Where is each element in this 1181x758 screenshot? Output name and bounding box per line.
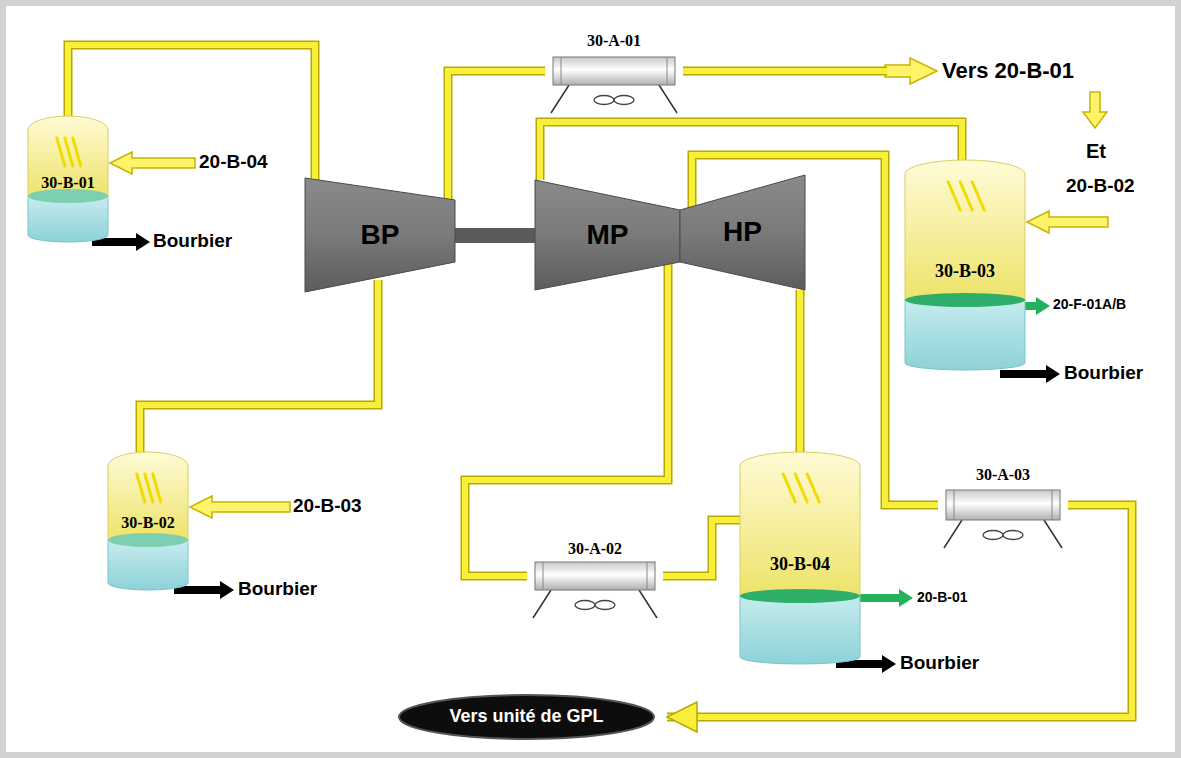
pipe-outline [667,505,1132,717]
frame [3,3,1178,755]
pipe-outline [663,520,740,576]
compressor-stage: BP [305,178,455,292]
pipe-outline [796,290,805,452]
stream-label: Bourbier [238,579,317,600]
pipe-outline [448,71,545,200]
pipe-outline [465,262,668,576]
pipe-core [140,280,378,452]
node-label: 30-B-03 [935,262,995,282]
separator-drum: 30-B-03 [905,160,1025,370]
outlet-arrow [885,58,937,84]
compressor-shaft [453,228,537,243]
stream-label: Bourbier [153,231,232,252]
stream-label: 20-B-01 [917,590,968,605]
gas-pipe [800,290,801,452]
equipment-tag: 30-A-03 [976,466,1030,484]
gas-pipe [667,505,1132,717]
destination-badge: Vers unité de GPL [398,694,655,740]
feed-arrow [190,496,290,518]
air-cooler: 30-A-03 [938,466,1068,548]
compressor-stage: MP [535,180,680,290]
gas-pipe [663,520,740,576]
separator-drum: 30-B-04 [740,452,860,664]
stream-label: 20-F-01A/B [1053,297,1126,312]
pipe-core [667,505,1132,717]
stage-label: MP [587,220,629,251]
pipe-core [448,71,545,200]
node-label: 30-B-01 [41,174,94,192]
node-label: 30-B-04 [770,555,830,575]
stage-label: HP [723,217,762,248]
stream-label: 20-B-04 [199,152,268,173]
stream-label: Vers 20-B-01 [942,59,1074,83]
pipe-core [465,262,668,576]
stream-label: Bourbier [900,653,979,674]
compressor-stage: HP [680,175,805,290]
node-label: 30-B-02 [121,514,174,532]
gas-pipe [140,280,378,452]
outlet-arrow [1083,92,1107,128]
pipe-outline [140,280,378,452]
stream-label: Et [1086,140,1106,162]
pipe-core [797,290,803,452]
pipe [683,67,887,76]
stream-label: Bourbier [1064,363,1143,384]
separator-drum: 30-B-01 [28,116,108,242]
feed-arrow [110,152,195,174]
equipment-tag: 30-A-01 [587,32,641,50]
air-cooler: 30-A-02 [527,540,663,620]
stream-label: 20-B-02 [1066,176,1135,197]
stage-label: BP [361,220,400,251]
stream-label: 20-B-03 [293,496,362,517]
equipment-tag: 30-A-02 [568,540,622,558]
gas-pipe [448,71,545,200]
air-cooler: 30-A-01 [545,32,683,114]
separator-drum: 30-B-02 [108,452,188,590]
node-label: Vers unité de GPL [449,707,603,727]
gas-pipe [465,262,668,576]
pipe-core [663,520,740,576]
feed-arrow [1027,211,1108,233]
pipe [683,68,887,74]
